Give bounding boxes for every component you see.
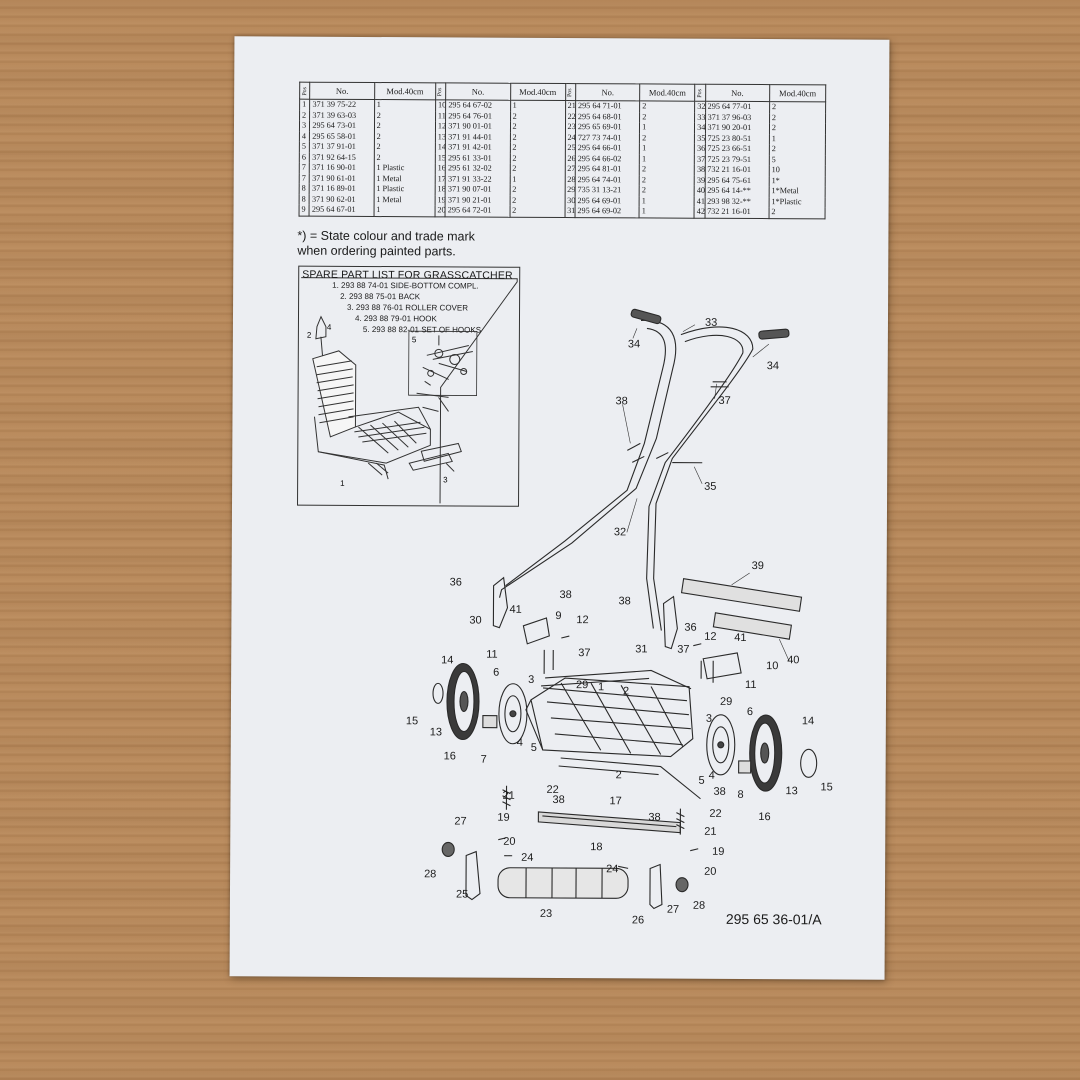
callout-25: 25 <box>456 888 468 900</box>
callout-38: 38 <box>713 786 725 798</box>
callout-27: 27 <box>667 904 679 916</box>
callout-3: 3 <box>706 713 712 725</box>
callout-38: 38 <box>560 589 572 601</box>
callout-38: 38 <box>618 595 630 607</box>
callout-10: 10 <box>766 660 778 672</box>
callout-1: 1 <box>598 681 604 693</box>
callout-5: 5 <box>531 742 537 754</box>
callout-15: 15 <box>821 781 833 793</box>
grasscatcher-callout-5: 5 <box>412 335 417 344</box>
callout-38: 38 <box>648 811 660 823</box>
callout-7: 7 <box>481 754 487 766</box>
callout-31: 31 <box>635 643 647 655</box>
callout-5: 5 <box>699 775 705 787</box>
callout-12: 12 <box>704 631 716 643</box>
callout-35: 35 <box>704 481 716 493</box>
grasscatcher-callout-3: 3 <box>443 475 448 484</box>
callout-22: 22 <box>546 784 558 796</box>
callout-18: 18 <box>590 841 602 853</box>
grasscatcher-callout-2: 2 <box>307 331 312 340</box>
callout-33: 33 <box>705 317 717 329</box>
callout-12: 12 <box>576 614 588 626</box>
callout-6: 6 <box>493 667 499 679</box>
callout-9: 9 <box>555 610 561 622</box>
callout-4: 4 <box>709 770 715 782</box>
callout-28: 28 <box>693 900 705 912</box>
callout-38: 38 <box>552 794 564 806</box>
callout-6: 6 <box>747 706 753 718</box>
callout-39: 39 <box>752 560 764 572</box>
callout-21: 21 <box>502 790 514 802</box>
grasscatcher-panel: SPARE PART LIST FOR GRASSCATCHER 1. 293 … <box>297 265 521 507</box>
callout-2: 2 <box>616 769 622 781</box>
callout-19: 19 <box>497 812 509 824</box>
callout-22: 22 <box>709 808 721 820</box>
callout-20: 20 <box>704 866 716 878</box>
callout-11: 11 <box>745 679 756 691</box>
callout-30: 30 <box>469 615 481 627</box>
callout-41: 41 <box>734 632 746 644</box>
callout-20: 20 <box>503 836 515 848</box>
callout-2: 2 <box>623 685 629 697</box>
callout-14: 14 <box>802 715 814 727</box>
callout-36: 36 <box>450 576 462 588</box>
callout-16: 16 <box>758 811 770 823</box>
callout-4: 4 <box>517 737 523 749</box>
callout-27: 27 <box>454 815 466 827</box>
callout-29: 29 <box>720 696 732 708</box>
callout-3: 3 <box>528 674 534 686</box>
callout-8: 8 <box>737 789 743 801</box>
callout-37: 37 <box>719 395 731 407</box>
callout-26: 26 <box>632 914 644 926</box>
callout-28: 28 <box>424 868 436 880</box>
callout-34: 34 <box>767 360 779 372</box>
grasscatcher-border <box>301 277 518 504</box>
callout-34: 34 <box>628 338 640 350</box>
callout-24: 24 <box>606 863 618 875</box>
callout-15: 15 <box>406 715 418 727</box>
callout-24: 24 <box>521 852 533 864</box>
grasscatcher-callout-4: 4 <box>327 323 332 332</box>
callout-41: 41 <box>509 604 521 616</box>
callout-37: 37 <box>578 647 590 659</box>
callout-13: 13 <box>785 785 797 797</box>
callout-38: 38 <box>616 395 628 407</box>
callout-19: 19 <box>712 846 724 858</box>
callout-32: 32 <box>614 526 626 538</box>
callout-14: 14 <box>441 654 453 666</box>
callout-17: 17 <box>609 795 621 807</box>
callout-13: 13 <box>430 726 442 738</box>
callout-16: 16 <box>444 750 456 762</box>
document-number: 295 65 36-01/A <box>725 910 822 928</box>
grasscatcher-callout-1: 1 <box>340 479 345 488</box>
callout-36: 36 <box>684 622 696 634</box>
callout-11: 11 <box>486 649 497 661</box>
callout-21: 21 <box>704 826 716 838</box>
grasscatcher-drawing: 2 4 5 1 3 <box>307 315 478 488</box>
callout-37: 37 <box>677 644 689 656</box>
callout-40: 40 <box>787 654 799 666</box>
callout-23: 23 <box>540 908 552 920</box>
callout-29: 29 <box>576 679 588 691</box>
